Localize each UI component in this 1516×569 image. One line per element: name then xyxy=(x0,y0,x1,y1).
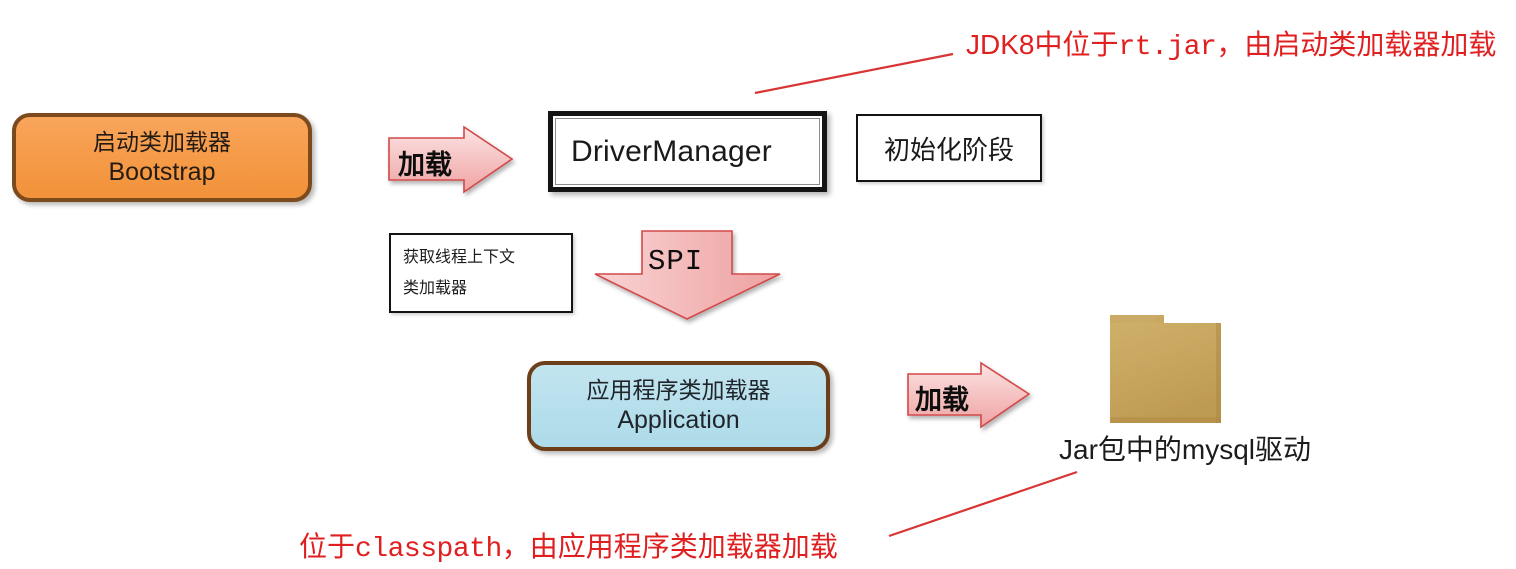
arrow-shape xyxy=(907,361,1031,429)
node-thread-context-classloader-line1: 获取线程上下文 xyxy=(403,249,516,266)
node-thread-context-classloader: 获取线程上下文 类加载器 xyxy=(389,233,573,313)
jar-folder-label: Jar包中的mysql驱动 xyxy=(1059,434,1312,465)
node-application-line1: 应用程序类加载器 xyxy=(586,377,771,404)
annotation-top-mono: rt.jar xyxy=(1118,32,1217,63)
annotation-bottom-mono: classpath xyxy=(355,534,502,565)
annotation-top-prefix: JDK8中位于 xyxy=(966,29,1119,60)
node-bootstrap-line2: Bootstrap xyxy=(108,157,216,186)
node-bootstrap-line1: 启动类加载器 xyxy=(93,128,231,155)
arrow-load-to-jar: 加载 xyxy=(905,361,1033,430)
node-initialization-phase: 初始化阶段 xyxy=(856,114,1042,182)
arrow-load-to-drivermanager-label: 加载 xyxy=(398,150,452,180)
node-initialization-phase-label: 初始化阶段 xyxy=(883,134,1014,165)
annotation-bottom: 位于classpath，由应用程序类加载器加载 xyxy=(299,525,838,565)
node-drivermanager-label: DriverManager xyxy=(571,134,772,168)
arrow-spi: SPI xyxy=(592,228,784,322)
node-bootstrap-classloader: 启动类加载器 Bootstrap xyxy=(12,113,312,202)
arrow-shape xyxy=(388,125,514,194)
node-thread-context-classloader-line2: 类加载器 xyxy=(403,280,468,298)
annotation-bottom-suffix: ，由应用程序类加载器加载 xyxy=(501,531,838,562)
node-application-line2: Application xyxy=(617,406,740,435)
node-drivermanager: DriverManager xyxy=(548,111,827,192)
arrow-load-to-jar-label: 加载 xyxy=(915,385,969,415)
leader-line-bottom xyxy=(888,470,1078,538)
leader-line-top xyxy=(754,52,954,95)
annotation-top-suffix: ，由启动类加载器加载 xyxy=(1216,29,1497,60)
arrow-shape xyxy=(594,230,781,320)
annotation-bottom-prefix: 位于 xyxy=(299,531,356,562)
node-application-classloader: 应用程序类加载器 Application xyxy=(527,361,830,451)
folder-icon xyxy=(1108,313,1223,425)
annotation-top: JDK8中位于rt.jar，由启动类加载器加载 xyxy=(966,23,1496,63)
arrow-spi-label: SPI xyxy=(648,245,704,278)
arrow-load-to-drivermanager: 加载 xyxy=(386,125,516,196)
